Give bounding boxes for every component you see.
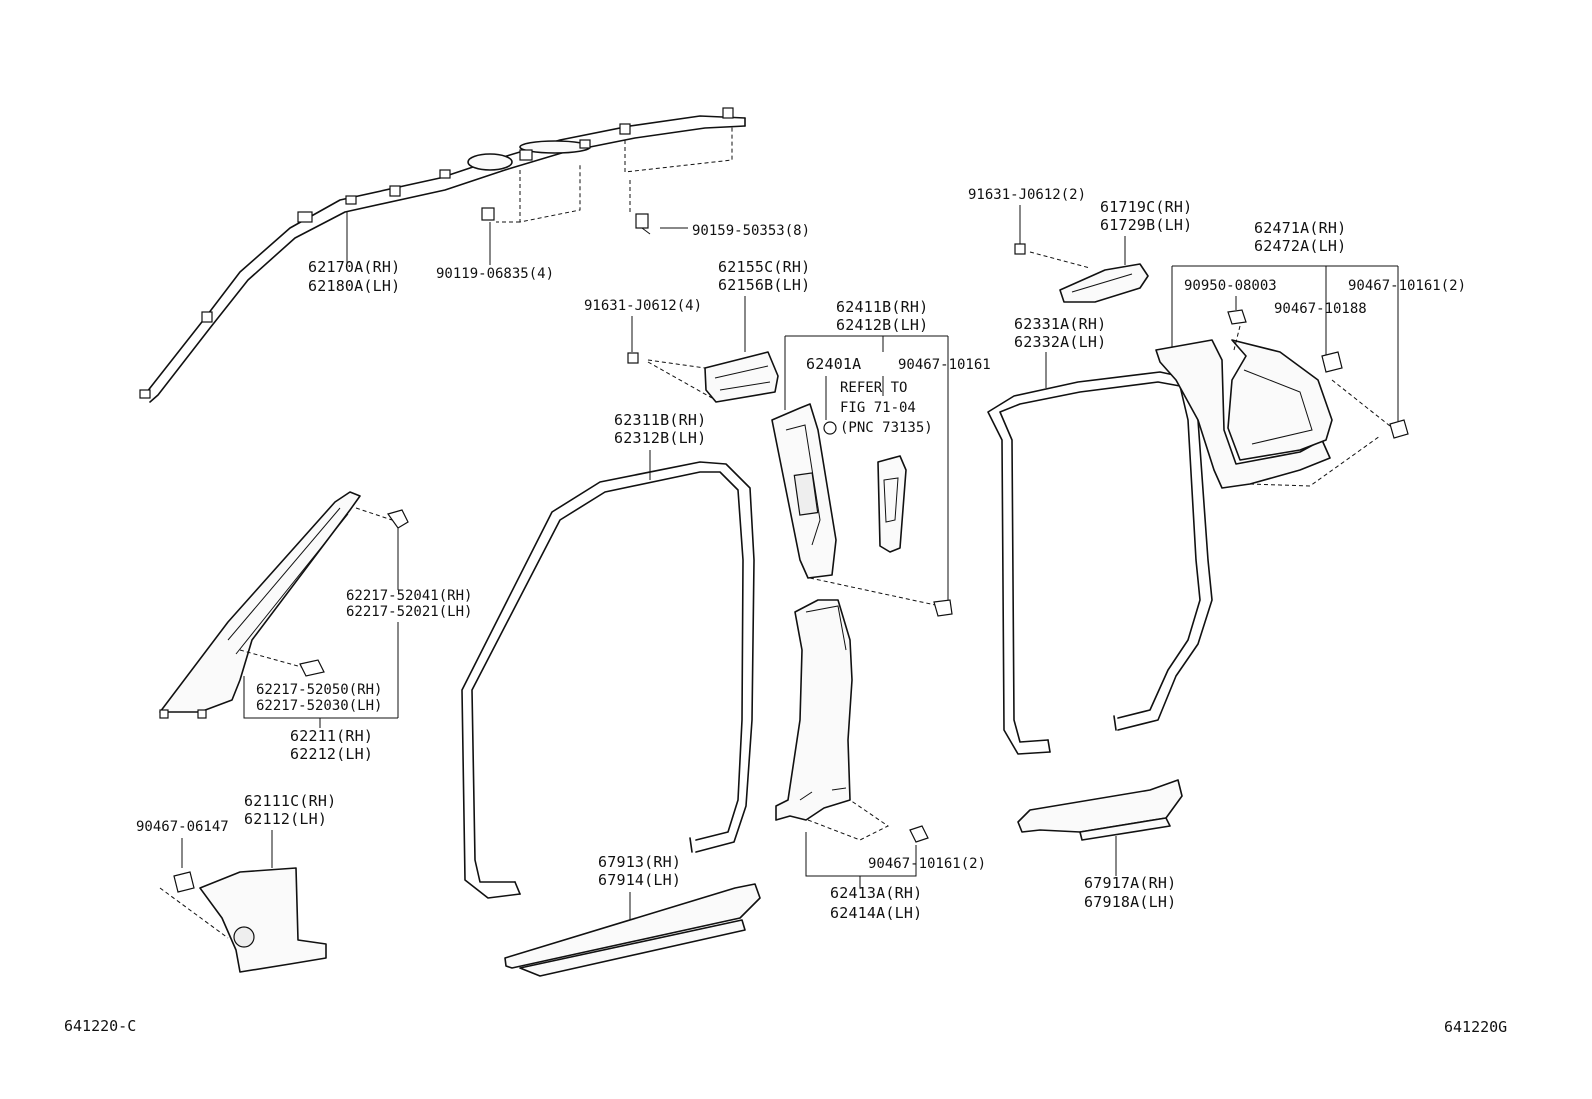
part-label: 62413A(RH) [830,884,922,902]
curtain-airbag-part[interactable] [139,107,746,403]
part-label: 90467-10161 [898,357,991,373]
part-label: 61719C(RH) [1100,198,1192,216]
rear-scuff-plate-part[interactable] [1017,779,1183,841]
diagram-code-right: 641220G [1444,1018,1507,1036]
front-door-opening-trim-part[interactable] [461,461,755,899]
part-label: 62217-52041(RH) [346,588,472,604]
part-label: 62411B(RH) [836,298,928,316]
part-label: 62111C(RH) [244,792,336,810]
diagram-code-left: 641220-C [64,1017,136,1035]
part-label: 62155C(RH) [718,258,810,276]
part-label: 67918A(LH) [1084,893,1176,911]
part-label: 90159-50353(8) [692,223,810,239]
clip-icon [909,825,929,843]
part-label: 67917A(RH) [1084,874,1176,892]
part-label: 62112(LH) [244,810,327,828]
rear-door-opening-trim-part[interactable] [987,371,1213,755]
part-label: 62471A(RH) [1254,219,1346,237]
clip-icon [1227,309,1409,439]
part-label: 62332A(LH) [1014,333,1106,351]
part-label: 62217-52021(LH) [346,604,472,620]
part-label: 62414A(LH) [830,904,922,922]
part-label: 62211(RH) [290,727,373,745]
part-label: 61729B(LH) [1100,216,1192,234]
part-label: 62401A [806,355,861,373]
part-label: 62312B(LH) [614,429,706,447]
part-label: 67914(LH) [598,871,681,889]
clip-icon [933,599,953,617]
part-label: 90467-06147 [136,819,229,835]
part-label: 62311B(RH) [614,411,706,429]
part-label: 62180A(LH) [308,277,400,295]
rear-quarter-garnish-part[interactable] [1155,339,1333,489]
anchor-bracket-part[interactable] [1059,263,1149,303]
seat-belt-guide-part[interactable] [877,455,907,553]
part-label: 67913(RH) [598,853,681,871]
part-label: 90467-10161(2) [1348,278,1466,294]
part-label: 90467-10188 [1274,301,1367,317]
clip-icon [173,871,195,893]
part-label: 62217-52030(LH) [256,698,382,714]
part-label: 62331A(RH) [1014,315,1106,333]
reference-note: FIG 71-04 [840,400,916,416]
part-label: 62156B(LH) [718,276,810,294]
part-label: 62170A(RH) [308,258,400,276]
part-label: 91631-J0612(4) [584,298,702,314]
part-label: 62412B(LH) [836,316,928,334]
reference-note: (PNC 73135) [840,420,933,436]
part-label: 62212(LH) [290,745,373,763]
part-label: 62217-52050(RH) [256,682,382,698]
part-label: 62472A(LH) [1254,237,1346,255]
b-pillar-lower-garnish-part[interactable] [775,599,853,821]
screw-icon [481,207,651,235]
b-pillar-upper-garnish-part[interactable] [771,403,837,579]
part-label: 90467-10161(2) [868,856,986,872]
part-label: 90119-06835(4) [436,266,554,282]
part-label: 91631-J0612(2) [968,187,1086,203]
cowl-side-trim-part[interactable] [199,867,327,973]
clip-icon [387,509,409,529]
front-scuff-plate-part[interactable] [504,883,761,977]
part-label: 90950-08003 [1184,278,1277,294]
front-pillar-garnish-part[interactable] [159,491,361,719]
bracket-part[interactable] [704,351,779,403]
clip-icon [299,659,325,677]
reference-note: REFER TO [840,380,907,396]
